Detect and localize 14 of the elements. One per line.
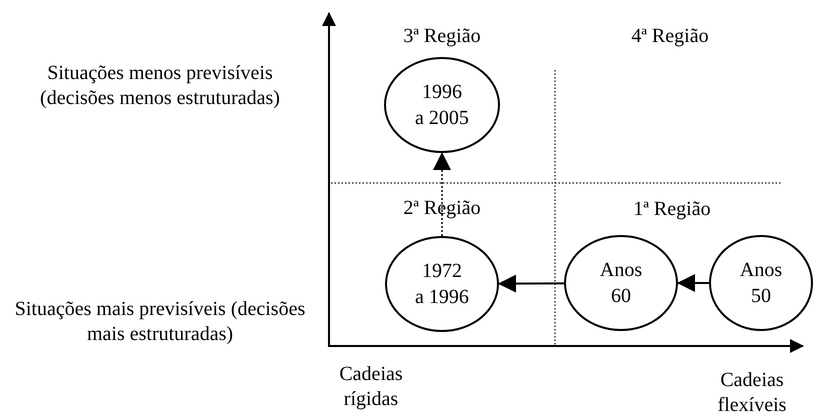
- axis-label: Situações mais previsíveis (decisões mais estruturadas): [14, 297, 306, 347]
- axis-label: Cadeias rígidas: [338, 362, 404, 412]
- period-text: 1972 a 1996: [415, 259, 469, 310]
- region-label: 1ª Região: [633, 197, 711, 222]
- region-label: 3ª Região: [403, 24, 481, 49]
- period-text: Anos 60: [600, 258, 642, 309]
- arrow: [433, 152, 451, 236]
- axis-label: Situações menos previsíveis (decisões menos estruturadas): [39, 61, 281, 111]
- arrow: [498, 274, 564, 293]
- period-text: 1996 a 2005: [415, 80, 469, 131]
- period-text: Anos 50: [740, 258, 782, 309]
- axis-label: Cadeias flexíveis: [716, 368, 788, 415]
- region-label: 4ª Região: [631, 24, 709, 49]
- region-label: 2ª Região: [403, 196, 481, 221]
